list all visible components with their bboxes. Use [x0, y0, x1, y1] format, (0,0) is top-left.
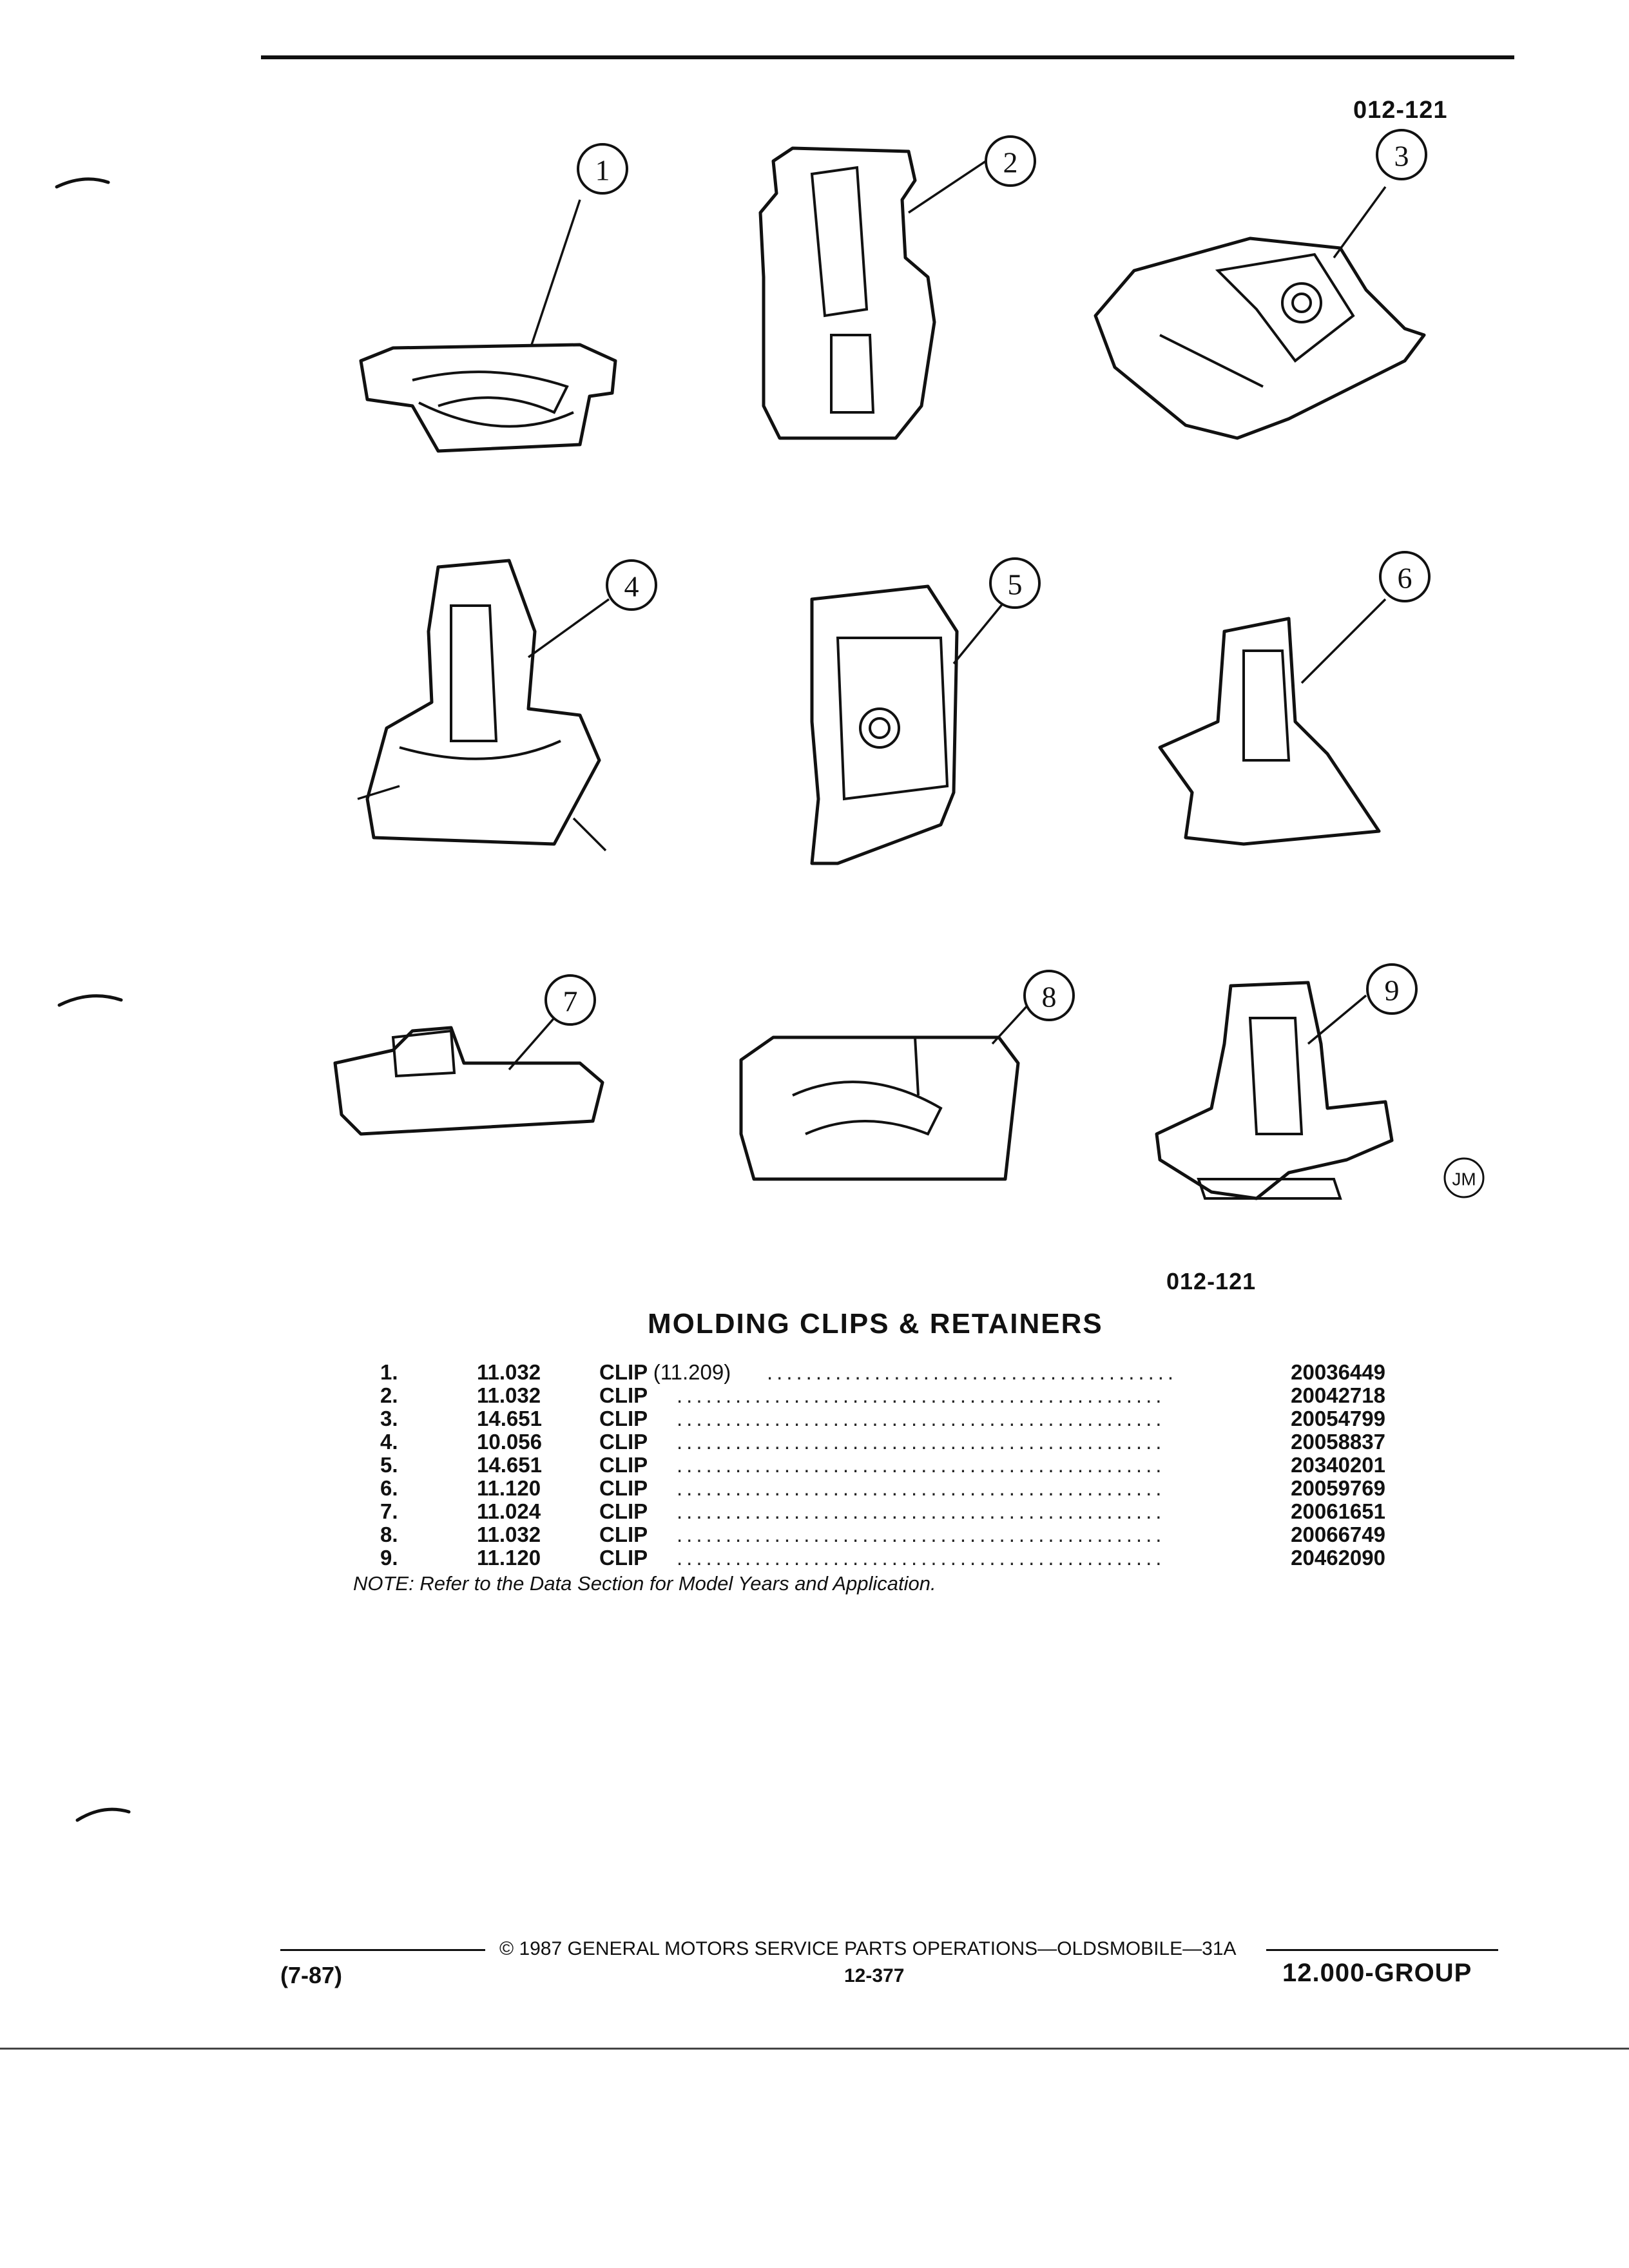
svg-text:JM: JM: [1452, 1169, 1476, 1189]
parts-row: 4. 10.056 CLIP .........................…: [380, 1430, 1385, 1454]
item-number: 2.: [380, 1383, 398, 1407]
part-number: 20059769: [1291, 1476, 1385, 1500]
description: CLIP: [599, 1430, 648, 1454]
part-number: 20042718: [1291, 1383, 1385, 1407]
callout-4: 4: [606, 559, 657, 611]
group-number: 11.120: [477, 1546, 541, 1570]
part-number: 20054799: [1291, 1407, 1385, 1430]
group-number: 11.032: [477, 1383, 541, 1407]
description: CLIP: [599, 1383, 648, 1407]
clip-3-drawing: [1094, 186, 1426, 440]
group-number: 14.651: [477, 1453, 542, 1477]
item-number: 9.: [380, 1546, 398, 1570]
svg-text:1: 1: [595, 154, 610, 187]
part-number: 20061651: [1291, 1499, 1385, 1523]
group-number: 11.120: [477, 1476, 541, 1500]
group-number: 11.032: [477, 1360, 541, 1384]
clip-6-drawing: [1158, 598, 1387, 846]
clip-7-drawing: [333, 1017, 604, 1136]
callout-7: 7: [545, 974, 596, 1026]
figure-code-top: 012-121: [1353, 97, 1448, 124]
part-number: 20066749: [1291, 1523, 1385, 1546]
artist-mark: JM: [1443, 1157, 1485, 1198]
parts-row: 2. 11.032 CLIP .........................…: [380, 1383, 1385, 1407]
part-number: 20036449: [1291, 1360, 1385, 1384]
item-number: 7.: [380, 1499, 398, 1523]
part-number: 20340201: [1291, 1453, 1385, 1477]
callout-5: 5: [989, 557, 1041, 609]
item-number: 1.: [380, 1360, 398, 1384]
part-number: 20058837: [1291, 1430, 1385, 1454]
top-rule: [261, 55, 1514, 59]
revision-date: (7-87): [280, 1962, 343, 1988]
description: CLIP: [599, 1453, 648, 1477]
svg-text:4: 4: [624, 570, 639, 603]
description: CLIP: [599, 1476, 648, 1500]
section-title: MOLDING CLIPS & RETAINERS: [648, 1308, 1103, 1340]
clip-1-drawing: [359, 199, 617, 453]
svg-text:3: 3: [1394, 140, 1409, 173]
callout-6: 6: [1379, 551, 1431, 602]
clip-8-drawing: [739, 1004, 1029, 1181]
group-number: 11.032: [477, 1523, 541, 1546]
callout-3: 3: [1376, 129, 1427, 180]
clip-5-drawing: [810, 584, 1013, 865]
item-number: 6.: [380, 1476, 398, 1500]
callout-1: 1: [577, 143, 628, 195]
svg-text:2: 2: [1003, 146, 1018, 179]
parts-row: 8. 11.032 CLIP .........................…: [380, 1523, 1385, 1546]
description: CLIP: [599, 1407, 648, 1430]
parts-row: 5. 14.651 CLIP .........................…: [380, 1453, 1385, 1477]
item-number: 3.: [380, 1407, 398, 1430]
parts-row: 6. 11.120 CLIP .........................…: [380, 1476, 1385, 1500]
footer-rule-right: [1266, 1949, 1498, 1951]
bottom-rule: [0, 2048, 1629, 2050]
description: CLIP (11.209): [599, 1360, 731, 1384]
item-number: 4.: [380, 1430, 398, 1454]
group-label: 12.000-GROUP: [1282, 1959, 1472, 1987]
parts-row: 3. 14.651 CLIP .........................…: [380, 1407, 1385, 1430]
group-number: 11.024: [477, 1499, 541, 1523]
svg-text:8: 8: [1042, 981, 1057, 1014]
clip-4-drawing: [357, 559, 610, 852]
svg-text:6: 6: [1398, 562, 1412, 595]
item-number: 5.: [380, 1453, 398, 1477]
callout-8: 8: [1023, 970, 1075, 1021]
group-number: 10.056: [477, 1430, 542, 1454]
description: CLIP: [599, 1523, 648, 1546]
part-number: 20462090: [1291, 1546, 1385, 1570]
footer-rule-left: [280, 1949, 485, 1951]
group-number: 14.651: [477, 1407, 542, 1430]
parts-row: 7. 11.024 CLIP .........................…: [380, 1499, 1385, 1523]
svg-text:5: 5: [1008, 568, 1023, 601]
svg-text:7: 7: [563, 985, 578, 1018]
svg-text:9: 9: [1385, 974, 1400, 1007]
callout-2: 2: [985, 135, 1036, 187]
item-number: 8.: [380, 1523, 398, 1546]
callout-9: 9: [1366, 963, 1418, 1015]
page-number: 12-377: [844, 1965, 905, 1986]
clip-9-drawing: [1155, 981, 1394, 1200]
parts-list: 1. 11.032 CLIP (11.209) ................…: [380, 1361, 1385, 1570]
copyright-line: © 1987 GENERAL MOTORS SERVICE PARTS OPER…: [499, 1938, 1237, 1959]
figure-code-bottom: 012-121: [1166, 1268, 1257, 1294]
parts-row: 9. 11.120 CLIP .........................…: [380, 1546, 1385, 1570]
description: CLIP: [599, 1499, 648, 1523]
data-section-note: NOTE: Refer to the Data Section for Mode…: [353, 1572, 936, 1595]
clip-2-drawing: [758, 146, 987, 440]
description: CLIP: [599, 1546, 648, 1570]
parts-row: 1. 11.032 CLIP (11.209) ................…: [380, 1360, 1385, 1384]
